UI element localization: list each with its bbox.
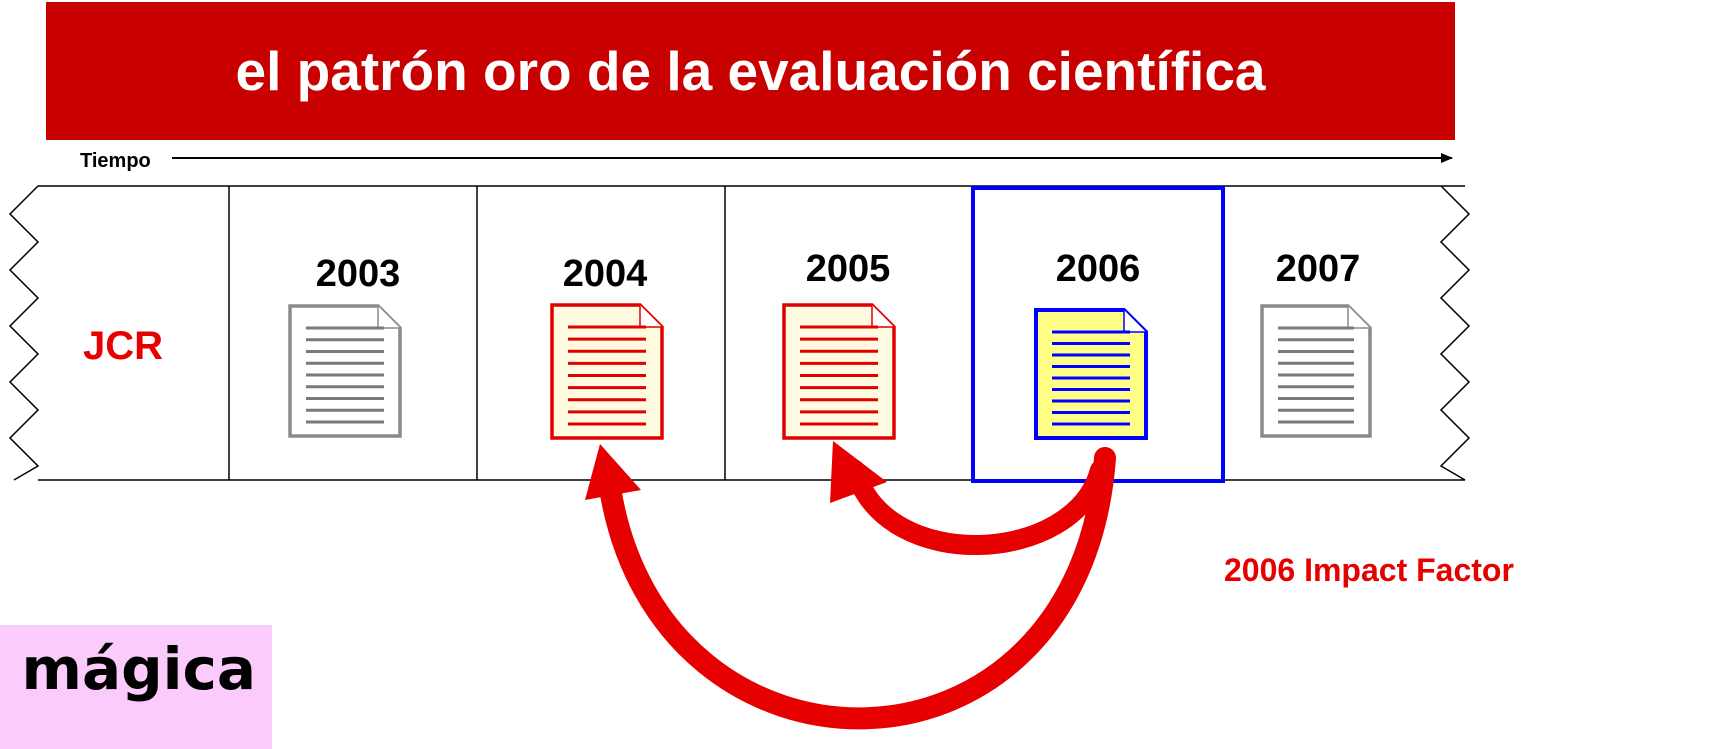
year-label-2007: 2007 xyxy=(1275,248,1361,290)
page-title: el patrón oro de la evaluación científic… xyxy=(235,40,1266,102)
band-right-torn-edge xyxy=(1439,185,1471,481)
formula-box: a mágica xyxy=(0,625,272,749)
title-banner: el patrón oro de la evaluación científic… xyxy=(46,2,1455,140)
year-label-2003: 2003 xyxy=(315,253,401,295)
document-icon-2006 xyxy=(1034,308,1148,440)
document-icon-2004 xyxy=(550,303,664,440)
impact-factor-label: 2006 Impact Factor xyxy=(1224,552,1514,588)
formula-text: a mágica xyxy=(0,635,256,703)
year-label-2006: 2006 xyxy=(1055,248,1141,290)
citation-arrow-2004 xyxy=(585,444,1116,730)
citation-arrow-2005 xyxy=(830,441,1110,555)
document-icon-2003 xyxy=(288,304,402,438)
band-left-torn-edge xyxy=(8,185,40,481)
year-label-2004: 2004 xyxy=(562,253,648,295)
year-label-2005: 2005 xyxy=(805,248,891,290)
jcr-row-label: JCR xyxy=(83,324,164,368)
document-icon-2005 xyxy=(782,303,896,440)
document-icon-2007 xyxy=(1260,304,1372,438)
time-axis-label: Tiempo xyxy=(80,150,151,172)
column-dividers xyxy=(228,186,726,480)
